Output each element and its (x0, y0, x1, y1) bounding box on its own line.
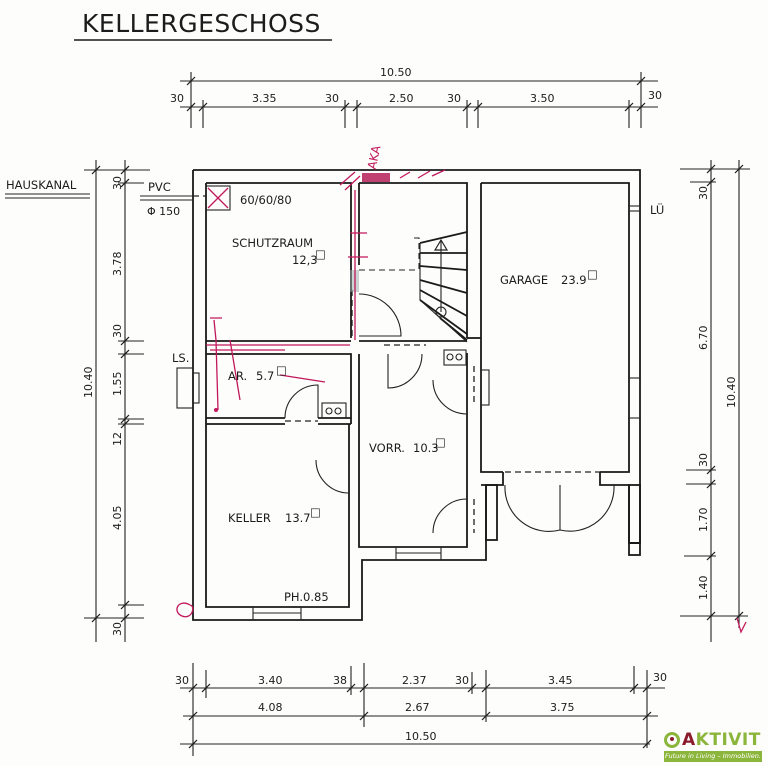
dim-bottom-seg: 30 (653, 671, 667, 684)
area-symbol: □ (315, 247, 326, 261)
dim-left-seg: 30 (111, 622, 124, 636)
room-area-garage: 23.9 (561, 273, 587, 287)
logo-brand: AKTIVIT (682, 730, 761, 750)
red-note: AKA (365, 143, 384, 170)
dim-bottom-mid: 2.67 (405, 701, 430, 714)
left-dimension-lines (84, 160, 150, 642)
logo-brand-a: A (682, 730, 696, 750)
dim-top-total: 10.50 (380, 66, 412, 79)
dim-bottom-mid: 3.75 (550, 701, 575, 714)
dim-left-seg: 3.78 (111, 252, 124, 277)
dim-right-seg: 30 (697, 453, 710, 467)
pvc-diameter-label: Φ 150 (147, 205, 180, 218)
aktivit-logo: AKTIVIT Future in Living – Immobilien. (662, 730, 766, 764)
dim-right-seg: 30 (697, 186, 710, 200)
dim-right-total: 10.40 (725, 377, 738, 409)
area-symbol: □ (435, 435, 446, 449)
room-label-vorr: VORR. (369, 441, 405, 455)
dim-left-total: 10.40 (82, 367, 95, 399)
plan-title: KELLERGESCHOSS (82, 9, 321, 38)
bottom-dimension-lines (180, 663, 665, 756)
top-dimension-lines (180, 72, 658, 128)
area-symbol: □ (587, 267, 598, 281)
stairs (359, 231, 468, 343)
dim-bottom-seg: 3.45 (548, 674, 573, 687)
dim-left-seg: 12 (111, 432, 124, 446)
area-symbol: □ (276, 363, 287, 377)
dim-top-seg: 3.50 (530, 92, 555, 105)
room-label-garage: GARAGE (500, 273, 548, 287)
dim-top-seg: 30 (170, 92, 184, 105)
red-markups (176, 169, 446, 618)
dim-right-seg: 6.70 (697, 326, 710, 351)
dim-top-seg: 2.50 (389, 92, 414, 105)
dim-top-seg: 3.35 (252, 92, 277, 105)
dim-bottom-seg: 38 (333, 674, 347, 687)
right-dimension-lines (680, 160, 750, 642)
fixtures (205, 185, 467, 419)
dim-bottom-seg: 3.40 (258, 674, 283, 687)
logo-tagline: Future in Living – Immobilien. (664, 751, 762, 762)
dim-right-seg: 1.70 (697, 508, 710, 533)
dim-left-seg: 30 (111, 176, 124, 190)
dim-top-seg: 30 (325, 92, 339, 105)
dim-left-seg: 4.05 (111, 506, 124, 531)
dim-bottom-total: 10.50 (405, 730, 437, 743)
room-area-ar: 5.7 (256, 369, 274, 383)
vent-size-label: 60/60/80 (240, 193, 292, 207)
parapet-height-label: PH.0.85 (284, 590, 329, 604)
dim-bottom-mid: 4.08 (258, 701, 283, 714)
lu-label: LÜ (650, 201, 664, 217)
hauskanal-pipe (5, 193, 206, 201)
dim-top-seg: 30 (447, 92, 461, 105)
room-label-keller: KELLER (228, 511, 271, 525)
room-area-vorr: 10.3 (413, 441, 439, 455)
dim-left-seg: 30 (111, 324, 124, 338)
area-symbol: □ (310, 505, 321, 519)
dim-bottom-seg: 30 (455, 674, 469, 687)
room-label-schutzraum: SCHUTZRAUM (232, 236, 313, 250)
pvc-label: PVC (148, 180, 171, 194)
dim-left-seg: 1.55 (111, 372, 124, 397)
logo-mark-icon (664, 732, 680, 748)
doors (284, 270, 615, 534)
dim-bottom-seg: 2.37 (402, 674, 427, 687)
dim-bottom-seg: 30 (175, 674, 189, 687)
hauskanal-label: HAUSKANAL (6, 178, 77, 192)
logo-brand-rest: KTIVIT (695, 730, 761, 750)
room-area-schutzraum: 12,3 (292, 253, 318, 267)
ls-label: LS. (172, 351, 189, 365)
exterior-walls (176, 169, 641, 621)
dim-top-seg: 30 (648, 89, 662, 102)
room-label-ar: AR. (228, 369, 247, 383)
dim-right-seg: 1.40 (697, 576, 710, 601)
room-area-keller: 13.7 (285, 511, 311, 525)
